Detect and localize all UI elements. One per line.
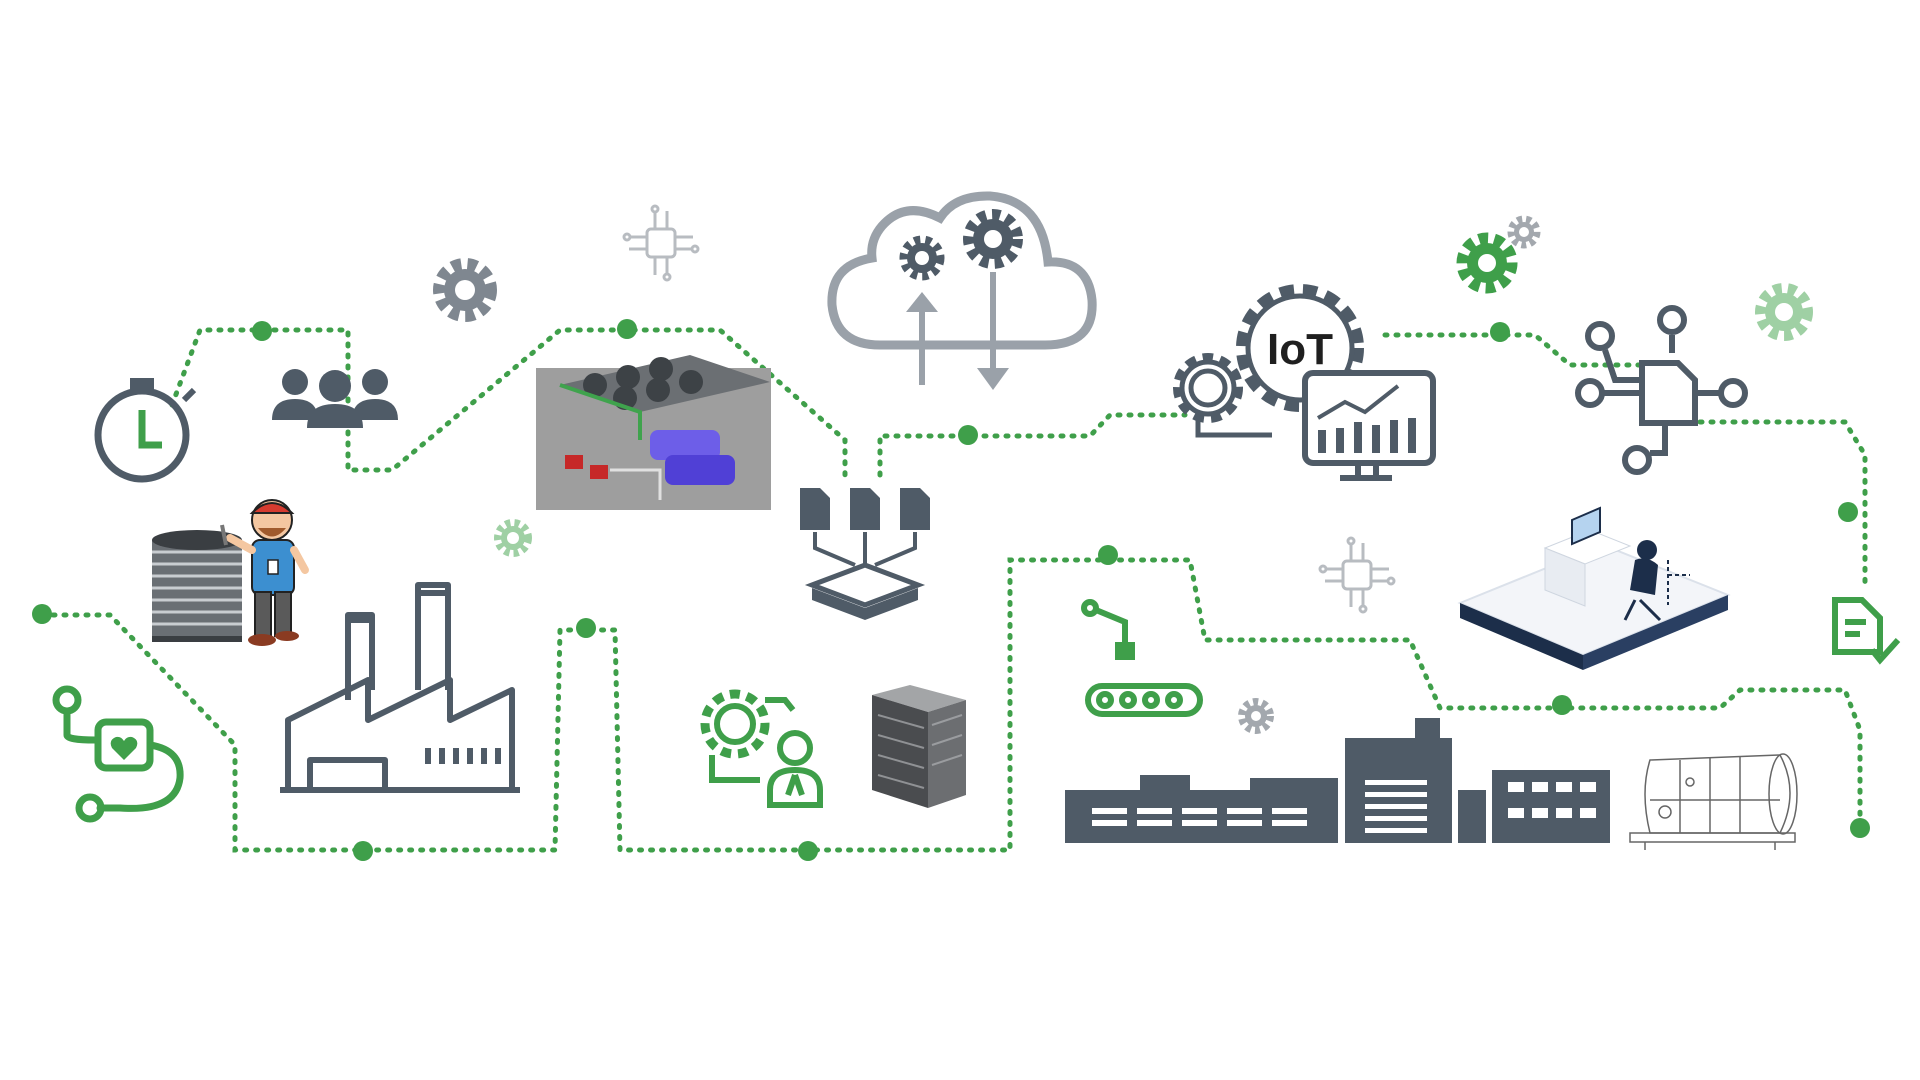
chip-icon bbox=[1318, 536, 1396, 614]
gear-icon bbox=[1238, 698, 1274, 734]
cloud-gears-icon bbox=[827, 191, 1097, 390]
chip-icon bbox=[622, 204, 700, 282]
flow-node bbox=[958, 425, 978, 445]
flow-node bbox=[1552, 695, 1572, 715]
flow-node bbox=[252, 321, 272, 341]
robot-conveyor-icon bbox=[1081, 599, 1203, 717]
flow-path-group bbox=[39, 327, 1868, 853]
document-check-icon bbox=[1832, 597, 1901, 665]
iot-analytics-icon: IoT bbox=[1173, 284, 1436, 481]
industrial-buildings-icon bbox=[1065, 718, 1610, 843]
flow-node bbox=[1838, 502, 1858, 522]
file-network-icon bbox=[1575, 305, 1748, 475]
boiler-sketch-image bbox=[1629, 753, 1798, 850]
flow-path-right-drop bbox=[1697, 419, 1868, 588]
gear-icon bbox=[1456, 232, 1518, 294]
flow-node bbox=[617, 319, 637, 339]
stopwatch-icon bbox=[94, 378, 197, 483]
gear-icon bbox=[1507, 215, 1541, 249]
flow-path-top-left bbox=[169, 327, 848, 478]
gear-icon bbox=[1755, 283, 1813, 341]
cooling-tower-image bbox=[872, 685, 966, 808]
flow-node bbox=[1490, 322, 1510, 342]
iot-label: IoT bbox=[1267, 325, 1333, 374]
flow-path-top-right bbox=[1382, 332, 1643, 368]
heart-monitor-icon bbox=[52, 685, 184, 823]
flow-node bbox=[798, 841, 818, 861]
hvac-technician-illustration bbox=[152, 499, 309, 646]
flow-node bbox=[1098, 545, 1118, 565]
team-icon bbox=[272, 369, 398, 428]
flow-node bbox=[1850, 818, 1870, 838]
gear-icon bbox=[433, 258, 497, 322]
workstation-isometric-illustration bbox=[1457, 506, 1731, 670]
flow-node bbox=[32, 604, 52, 624]
gear-person-icon bbox=[700, 689, 823, 808]
documents-to-tray-icon bbox=[800, 488, 930, 620]
flow-node bbox=[576, 618, 596, 638]
chiller-equipment-image bbox=[536, 355, 771, 510]
gear-icon bbox=[963, 209, 1023, 269]
gear-icon bbox=[899, 235, 945, 281]
flow-path-bottom bbox=[39, 557, 1863, 853]
gear-icon bbox=[1173, 353, 1243, 423]
technician-figure bbox=[220, 499, 309, 646]
flow-path-mid bbox=[877, 412, 1188, 478]
flow-node bbox=[353, 841, 373, 861]
factory-icon bbox=[280, 582, 520, 793]
flow-nodes bbox=[32, 319, 1870, 861]
ac-unit bbox=[152, 530, 242, 642]
gear-icon bbox=[494, 519, 532, 557]
